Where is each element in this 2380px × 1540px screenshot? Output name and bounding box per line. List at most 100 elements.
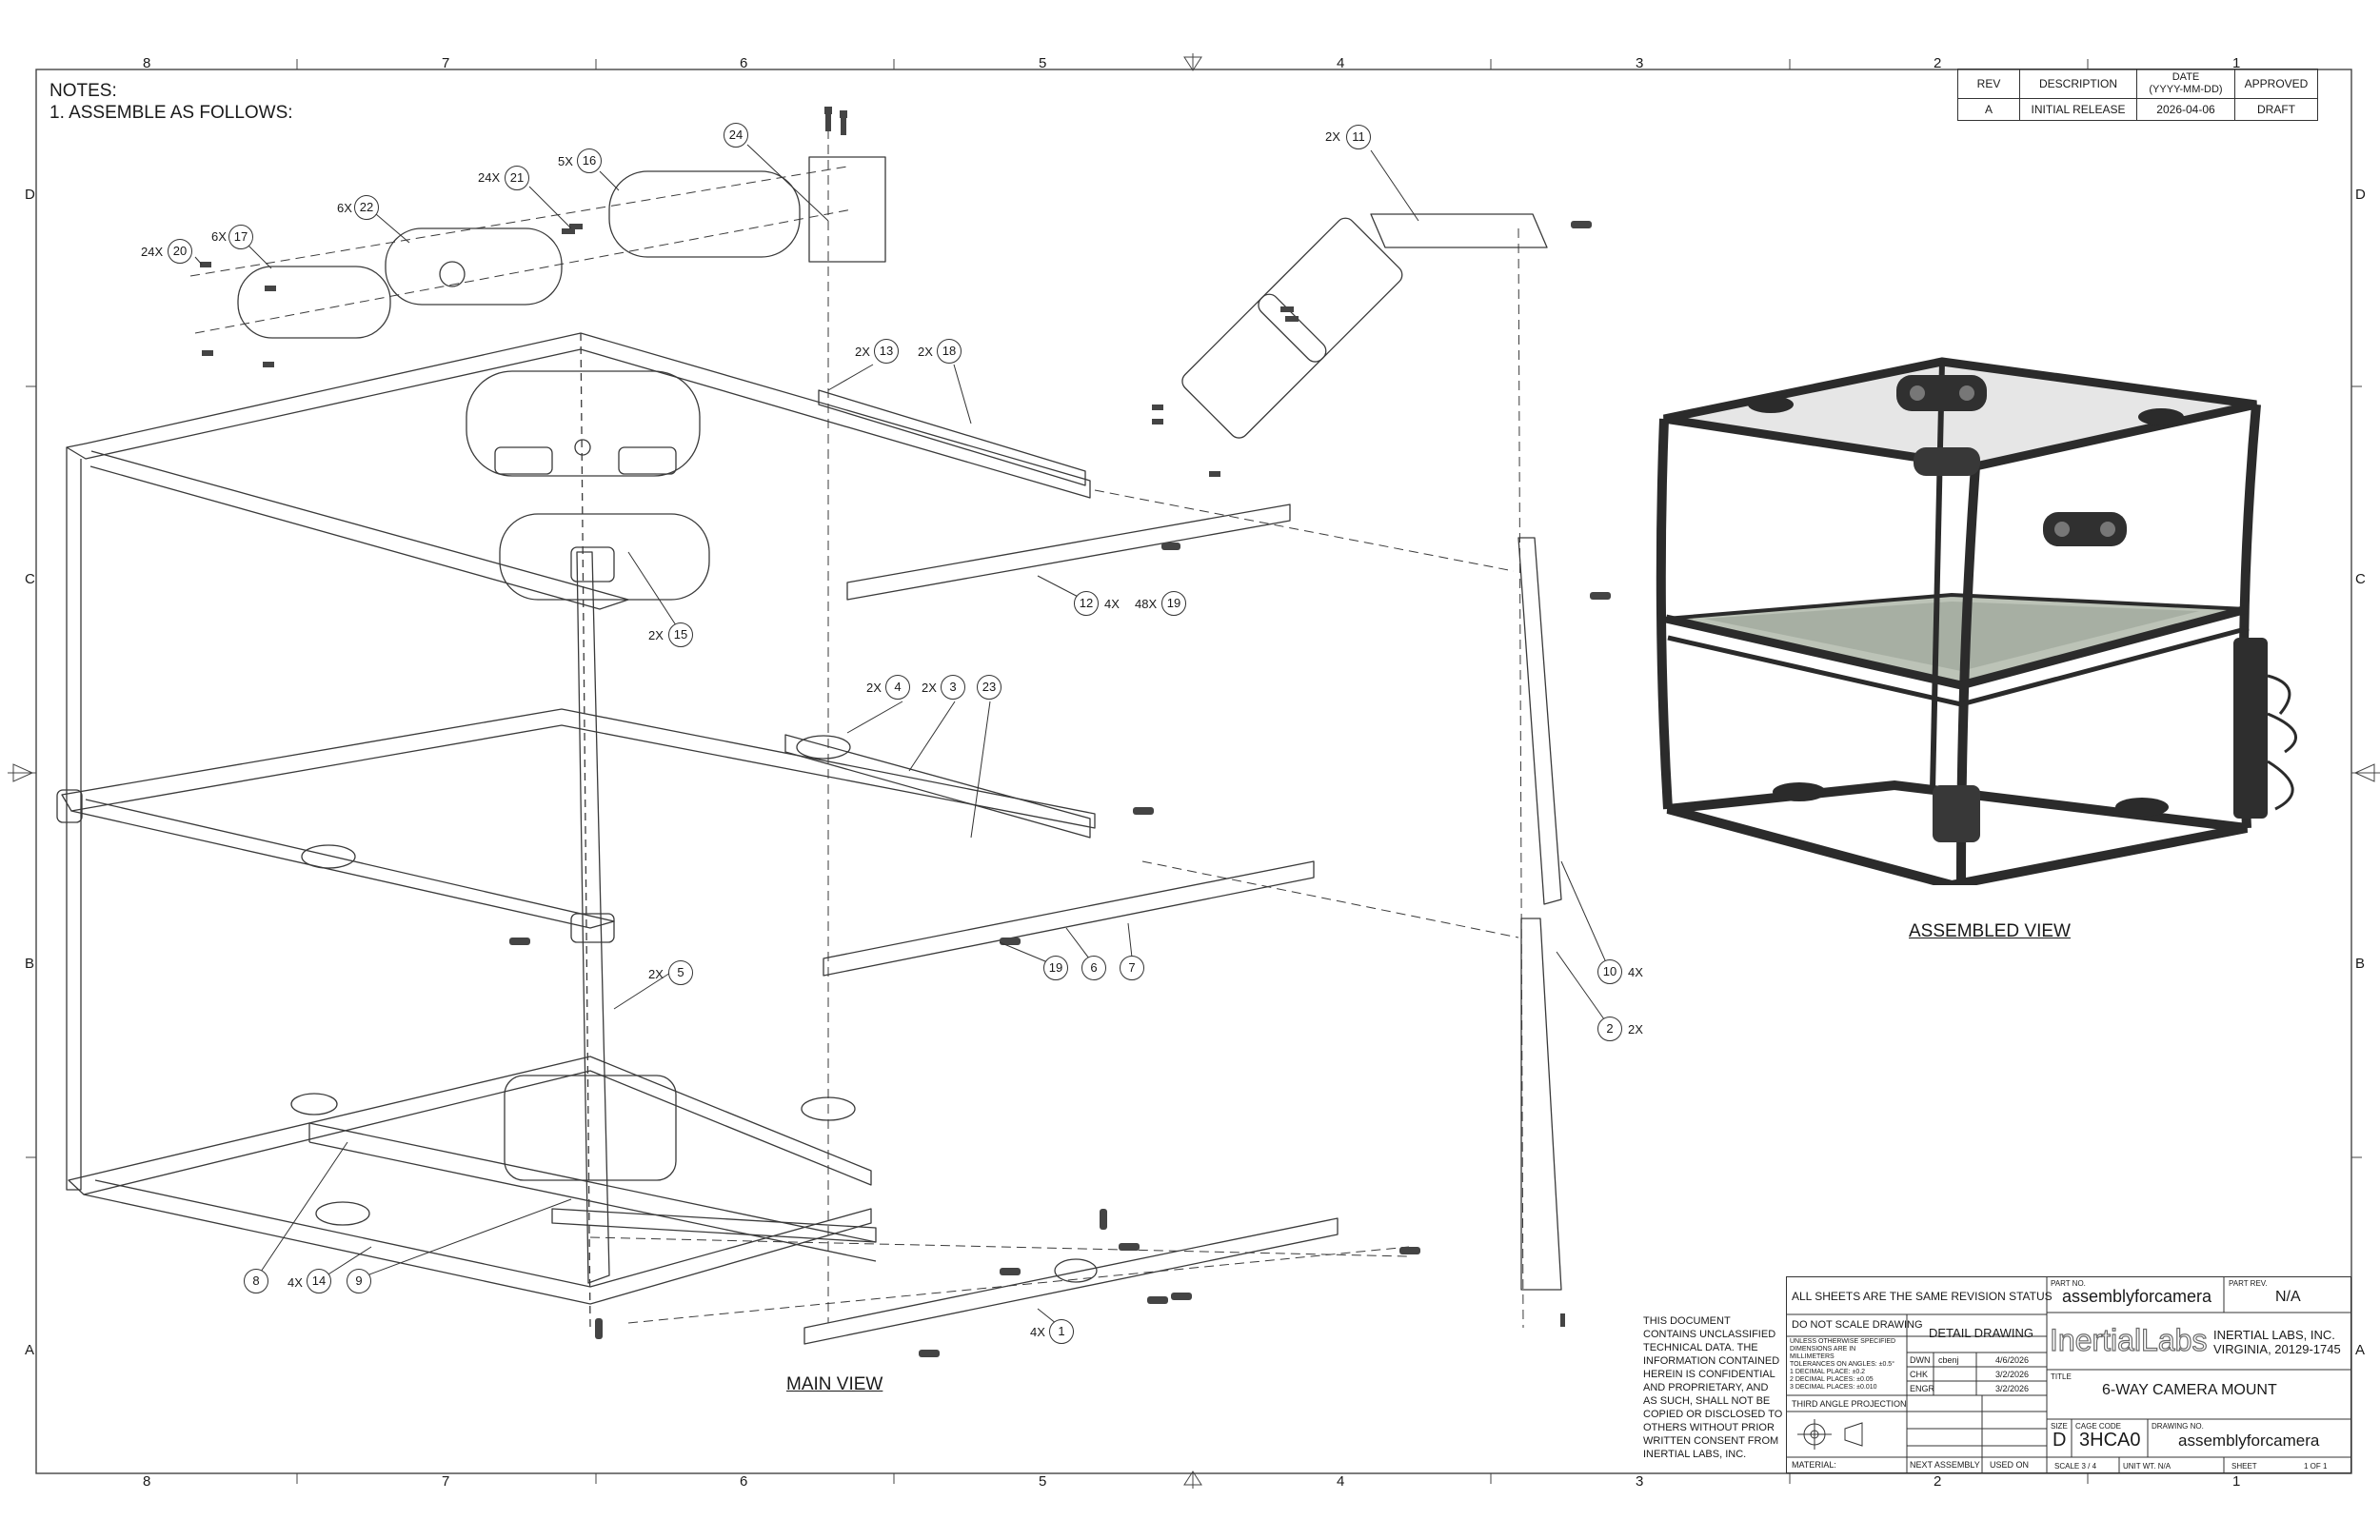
revision-status-text: ALL SHEETS ARE THE SAME REVISION STATUS: [1792, 1290, 2053, 1303]
rail-12: [846, 503, 1291, 601]
size-label: SIZE: [2051, 1422, 2068, 1431]
cage-code-label: CAGE CODE: [2075, 1422, 2122, 1431]
rail-3: [784, 734, 1091, 839]
callout-16-qty: 5X: [558, 154, 573, 168]
zone-col-7-bottom: 7: [442, 1473, 450, 1490]
callout-24: 24: [724, 123, 748, 148]
callout-14: 14: [307, 1269, 331, 1293]
post-back: [1930, 361, 1945, 791]
rev-cell-date: 2026-04-06: [2136, 98, 2235, 121]
rev-header-date: DATE (YYYY-MM-DD): [2136, 69, 2235, 99]
exploded-camera: [385, 227, 563, 306]
zone-col-5-bottom: 5: [1039, 1473, 1047, 1490]
disclaimer-line: COPIED OR DISCLOSED TO: [1643, 1409, 1783, 1420]
pad-c: [315, 1201, 370, 1226]
bottom-camera-housing: [504, 1075, 677, 1181]
electronics-box: [2233, 638, 2268, 819]
center-post: [576, 551, 610, 1284]
callout-12: 12: [1074, 591, 1099, 616]
disclaimer-line: THIS DOCUMENT: [1643, 1315, 1731, 1327]
disclaimer-text: THIS DOCUMENT CONTAINS UNCLASSIFIED TECH…: [1643, 1314, 1782, 1461]
main-view-label: MAIN VIEW: [786, 1374, 883, 1394]
drawing-no-value: assemblyforcamera: [2178, 1431, 2320, 1450]
rev-header-rev: REV: [1957, 69, 2020, 99]
assembled-view-render: [1656, 357, 2297, 885]
callout-19-b: 19: [1043, 956, 1068, 980]
zone-col-1-bottom: 1: [2232, 1473, 2241, 1490]
notes-line-1: 1. ASSEMBLE AS FOLLOWS:: [50, 103, 293, 123]
notes-title: NOTES:: [50, 81, 117, 101]
zone-col-6: 6: [740, 55, 748, 71]
zone-col-2: 2: [1934, 55, 1942, 71]
revision-table: REV DESCRIPTION DATE (YYYY-MM-DD) APPROV…: [1957, 69, 2318, 121]
callout-11-qty: 2X: [1325, 129, 1340, 144]
callout-19-qty: 48X: [1135, 597, 1158, 611]
callout-20-qty: 24X: [141, 245, 164, 259]
bracket-24: [808, 156, 886, 263]
tolerance-line: DIMENSIONS ARE IN: [1790, 1346, 1856, 1352]
zone-row-b-right: B: [2355, 956, 2366, 972]
disclaimer-line: INFORMATION CONTAINED: [1643, 1355, 1780, 1367]
projection-label: THIRD ANGLE PROJECTION: [1792, 1399, 1907, 1409]
material-label: MATERIAL:: [1792, 1460, 1836, 1470]
pad-b: [796, 735, 851, 760]
zone-col-8-bottom: 8: [143, 1473, 151, 1490]
callout-1-qty: 4X: [1030, 1325, 1045, 1339]
zone-col-3-bottom: 3: [1636, 1473, 1644, 1490]
unit-weight-text: UNIT WT. N/A: [2123, 1462, 2172, 1471]
callout-6: 6: [1081, 956, 1106, 980]
engr-label: ENGR: [1910, 1384, 1935, 1393]
callout-21-qty: 24X: [478, 170, 501, 185]
callout-16: 16: [577, 148, 602, 173]
tolerance-line: 3 DECIMAL PLACES: ±0.010: [1790, 1384, 1877, 1391]
rev-header-date-1: DATE: [2172, 71, 2200, 83]
third-angle-projection-icon: [1797, 1419, 1863, 1450]
tolerance-line: UNLESS OTHERWISE SPECIFIED: [1790, 1338, 1896, 1345]
top-camera-housing: [466, 370, 701, 477]
zone-col-5: 5: [1039, 55, 1047, 71]
disclaimer-line: CONTAINS UNCLASSIFIED: [1643, 1329, 1776, 1340]
callout-17: 17: [228, 225, 253, 249]
zone-col-3: 3: [1636, 55, 1644, 71]
zone-row-a-right: A: [2355, 1342, 2366, 1358]
callout-18: 18: [937, 339, 962, 364]
tolerance-line: 1 DECIMAL PLACE: ±0.2: [1790, 1369, 1866, 1375]
middle-front-rail: [70, 799, 615, 929]
callout-22: 22: [354, 195, 379, 220]
zone-col-7: 7: [442, 55, 450, 71]
disclaimer-line: HEREIN IS CONFIDENTIAL: [1643, 1369, 1775, 1380]
callout-8: 8: [244, 1269, 268, 1293]
callout-22-qty: 6X: [337, 201, 352, 215]
callout-7: 7: [1120, 956, 1144, 980]
zone-row-b: B: [25, 956, 35, 972]
sensor-module: [1181, 293, 1327, 439]
callout-3: 3: [941, 675, 965, 700]
callout-20: 20: [168, 239, 192, 264]
next-assembly-label: NEXT ASSEMBLY: [1910, 1460, 1980, 1470]
zone-row-d-right: D: [2355, 187, 2366, 203]
zone-row-c: C: [25, 571, 35, 587]
post-left: [1656, 418, 1673, 810]
callout-15-qty: 2X: [648, 628, 664, 642]
pad-d: [801, 1096, 856, 1121]
notes-block: NOTES: 1. ASSEMBLE AS FOLLOWS:: [50, 80, 293, 124]
drawing-title: 6-WAY CAMERA MOUNT: [2102, 1382, 2277, 1398]
disclaimer-line: WRITTEN CONSENT FROM: [1643, 1435, 1779, 1447]
tolerance-line: TOLERANCES ON ANGLES: ±0.5°: [1790, 1361, 1894, 1368]
callout-5: 5: [668, 960, 693, 985]
zone-col-6-bottom: 6: [740, 1473, 748, 1490]
bracket-11: [1370, 213, 1548, 248]
tolerance-line: 2 DECIMAL PLACES: ±0.05: [1790, 1376, 1874, 1383]
part-rev-label: PART REV.: [2229, 1279, 2268, 1288]
part-no-value: assemblyforcamera: [2062, 1287, 2212, 1306]
top-front-rail: [89, 450, 629, 610]
size-value: D: [2053, 1430, 2067, 1451]
callout-19: 19: [1161, 591, 1186, 616]
disclaimer-line: AS SUCH, SHALL NOT BE: [1643, 1395, 1771, 1407]
zone-row-a: A: [25, 1342, 35, 1358]
callout-1: 1: [1049, 1319, 1074, 1344]
callout-10: 10: [1597, 959, 1622, 984]
rev-cell-description: INITIAL RELEASE: [2019, 98, 2137, 121]
